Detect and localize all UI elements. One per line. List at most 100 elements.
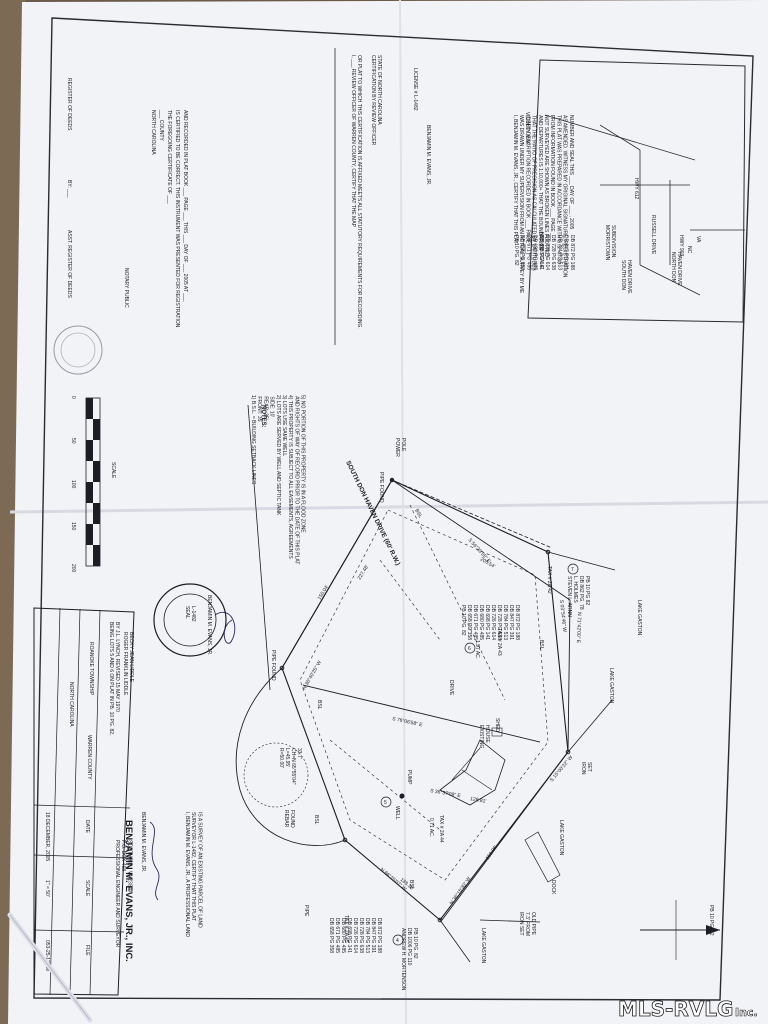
drive-label: DRIVE [448,680,454,696]
andrew-label: ANDREW H. MORTENSONDB 1006 PG 110PB 10 P… [400,928,418,991]
bsl-3: BSL [316,700,322,710]
bsl-4: BSL [408,880,414,890]
seal-outer [153,583,227,657]
dock-label: DOCK [550,880,556,895]
deed-tract-line: DB 698 PG 141 [484,605,490,640]
deed-main-line: DB 726 PG 614 [544,235,550,270]
seal-text: SEALL-1482 [184,606,196,622]
deed-main-line: DB 728 PG 638 [550,235,556,270]
lot-6-circle [464,642,476,654]
watermark-text: MLS-RVLG [618,997,733,1021]
shed-outline [491,727,503,737]
deed-main-line: DB 698 PG 141 [538,235,544,270]
lot-6-label: 6 [468,646,471,652]
review-text-line: I, ___ REVIEW OFFICER OF WARREN COUNTY, … [350,55,356,228]
scale-block [86,482,93,503]
tax-2a-42: TAX # 2A 42 [546,566,552,594]
vicinity-va: VA [695,236,701,243]
cert-para-line: WAS DRAWN UNDER MY SUPERVISION FROM AN A… [518,115,524,294]
deed-tract-line: DB 680 PG 485 [478,605,484,640]
notes-body-line: 2) LOTS ARE SERVED BY WELL AND SEPTIC TA… [275,395,281,516]
north-arrow [640,900,720,960]
notes-title: NOTES: [260,405,266,428]
county: WARREN COUNTY [86,735,92,780]
firm-subtitle: PROFESSIONAL ENGINEER AND SURVEYORP.O. B… [114,840,132,948]
scale-tick-label: 0 [70,396,76,399]
notes-body-line: AND RIGHTS OF WAY OF RECORD PRIOR TO THE… [293,395,299,564]
vicinity-title: VICINITY MAP [524,112,530,146]
rebar-found-marker [342,837,348,843]
file-value: 053-25-127 M [44,940,50,971]
notes-body-line: 1) B.S.L. = BUILDING SETBACK LINES [250,395,256,485]
notary-seal-inner [60,332,96,368]
cert-para-line: FROM INFORMATION FOUND IN BOOK ___ PAGE … [549,115,555,242]
notes-body-line: 5) NO PORTION OF THIS PROPERTY IS IN A F… [300,395,306,533]
cert-para-line: (DEED DESCRIPTION RECORDED IN BOOK ___ P… [524,115,530,255]
tax-44: TAX # 2A 44 [438,815,444,843]
title-block-col-1 [33,804,131,809]
lot-4-label: 4 [396,938,399,944]
pb-top-label: PB 10 PG. 82 [708,905,714,936]
vicinity-road-don-haven [639,264,701,296]
state: NORTH CAROLINA [68,682,74,727]
iron-set-label: IRONSET [580,762,592,775]
lot-7-label: 7 [571,567,574,573]
power-pole-label: POWERPOLE [394,438,406,457]
pipe-found-marker [279,665,285,671]
scale-tick-label: 150 [70,522,76,531]
pipe-found-label-1: PIPE FOUND [378,472,384,503]
scale-tick-label: 200 [70,564,76,573]
house-outline [439,739,506,806]
seal-name: BENJAMIN M. EVANS, JR. [206,595,212,655]
deed-tract-line: DB 847 PG 391 [508,605,514,640]
notes-body-line: REAR: 25' [262,395,268,420]
firm-name: BENJAMIN M. EVANS, JR., INC. [123,820,134,962]
deed-tract-line: DB 658 PG 358 [466,605,472,640]
pump-label: PUMP [406,770,412,785]
notes-body-line: 4) THIS PROPERTY IS SUBJECT TO ALL EASEM… [287,395,293,559]
title-block-rule-3 [89,609,101,996]
acres-44: 0.71 AC. [428,818,434,837]
seal-inner [163,593,217,647]
bsl-2: BSL [538,640,544,650]
house-ridge [461,769,493,791]
vicinity-hwy612: HWY 612 [633,178,639,200]
notes-block: NOTES: 1) B.S.L. = BUILDING SETBACK LINE… [250,395,306,564]
notes-body-line: SIDE: 10' [269,395,275,417]
scale-tick-label: 50 [70,438,76,444]
setback-lines [299,509,549,881]
firm-sub-line: P.O. BOX 468 [120,840,126,871]
tax-45: TAX # 2A 45 [343,915,349,943]
scale-block [93,419,100,440]
house-ridge-2 [451,747,481,781]
seal-signature [214,612,236,644]
deed-tract-line: DB 726 PG 614 [490,605,496,640]
certificate-signer: BENJAMIN M. EVANS, JR. [425,125,431,185]
firm-sub-line: SOUTHHILL, VA 23970 [126,840,132,892]
existing-house-label: EXISTINGHOUSE [478,725,490,748]
scale-block [93,461,100,482]
surveyor-certificate: I, BENJAMIN M. EVANS, JR., CERTIFY THAT … [53,48,575,375]
deed-tract-line: DB 671 PG 485 [472,605,478,640]
scale-blocks [86,398,100,566]
iron-old-label: IRON SET7.3' FROMOLD PIPE [518,912,536,936]
certificate-paragraph: I, BENJAMIN M. EVANS, JR., CERTIFY THAT … [512,115,574,294]
title-block: BENJAMIN M. EVANS, JR., INC. PROFESSIONA… [33,607,202,996]
bsl-1: BSL [413,508,423,519]
well-marker [399,793,405,799]
review-officer-text: I, ___ REVIEW OFFICER OF WARREN COUNTY, … [350,55,362,329]
deed-tract-line: DB 872 PG 188 [514,605,520,640]
vicinity-hwy903: HWY 903 [678,235,684,257]
iron-set-marker-2 [565,749,571,755]
review-officer-title: CERTIFICATION BY REVIEW OFFICERSTATE OF … [370,55,382,146]
deed-tract-line: DB 728 PG 638 [496,605,502,640]
county-block-line: IS CERTIFIED TO BE CORRECT. THIS INSTRUM… [174,110,180,328]
call-9: S 03°54'46" W [558,600,567,633]
desc-text-line: BEING LOTS 5 AND 6 ON PLAT IN PB. 10 PG.… [108,622,114,735]
tax-43: TAX # 2A 43 [496,628,502,656]
scale-block [93,545,100,566]
scale-block [86,398,93,419]
